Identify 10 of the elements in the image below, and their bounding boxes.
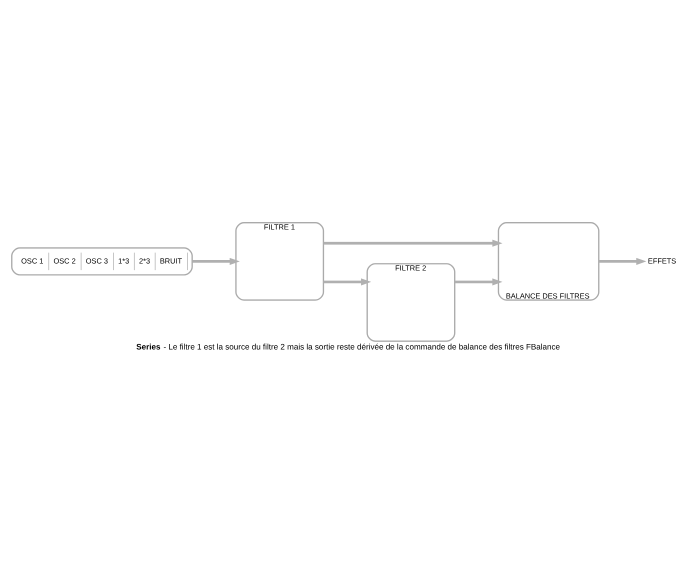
node-box: FILTRE 2 xyxy=(366,263,456,342)
arrow xyxy=(598,258,646,265)
arrow xyxy=(324,240,502,247)
node-box: OSC 1 OSC 2 OSC 3 1*3 2*3 BRUIT xyxy=(11,247,193,276)
node-text: EFFETS xyxy=(648,256,676,266)
node-box: BALANCE DES FILTRES xyxy=(498,222,600,301)
node-box: FILTRE 1 xyxy=(235,222,324,301)
arrow xyxy=(324,278,372,286)
arrow xyxy=(454,278,502,286)
arrow xyxy=(192,258,240,265)
